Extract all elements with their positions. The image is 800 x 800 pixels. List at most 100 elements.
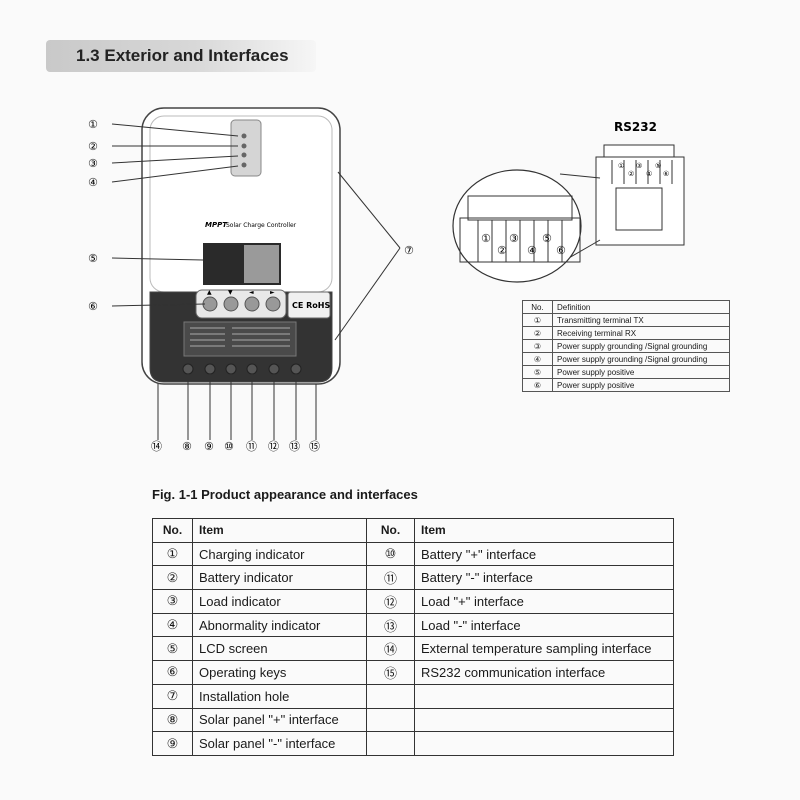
key-label-left: ◄ — [249, 289, 254, 296]
callout-7: ⑦ — [404, 244, 414, 257]
callout-5: ⑤ — [88, 252, 98, 265]
rs232-no: ③ — [522, 339, 553, 353]
cert-marks: CE RoHS — [292, 301, 330, 310]
callout-3: ③ — [88, 157, 98, 170]
cell-item: Load "-" interface — [414, 612, 674, 638]
controller-device: MPPT Solar Charge Controller ▲ ▼ ◄ ► CE … — [141, 107, 341, 385]
cell-item: Load indicator — [192, 589, 367, 614]
callout-15: ⑮ — [309, 440, 320, 453]
down-key-icon — [223, 296, 239, 312]
rs232-title: RS232 — [614, 120, 657, 134]
cell-item: LCD screen — [192, 636, 367, 662]
rs232-header-no: No. — [522, 300, 553, 314]
cell-no: ⑥ — [152, 660, 193, 685]
small-pin-4: ④ — [646, 170, 652, 178]
pin-5: ⑤ — [542, 232, 552, 245]
interface-table: No. Item No. Item ① Charging indicator ⑩… — [152, 518, 674, 756]
magnified-connector — [452, 169, 582, 283]
cell-item: Solar panel "+" interface — [192, 707, 367, 733]
pin-2: ② — [497, 244, 507, 257]
battery-led-icon — [241, 143, 247, 149]
cell-no: ⑤ — [152, 636, 193, 662]
rs232-no: ⑥ — [522, 378, 553, 392]
cell-no — [366, 707, 415, 733]
small-pin-6: ⑥ — [663, 170, 669, 178]
rs232-definition: Power supply positive — [552, 365, 730, 379]
product-diagram: MPPT Solar Charge Controller ▲ ▼ ◄ ► CE … — [88, 107, 685, 453]
callout-4: ④ — [88, 176, 98, 189]
cell-no: ⑪ — [366, 565, 415, 591]
rs232-connector — [595, 144, 685, 246]
cell-no: ⑭ — [366, 636, 415, 662]
callout-10: ⑩ — [224, 440, 234, 453]
table-row: ⑤ LCD screen ⑭ External temperature samp… — [152, 636, 674, 662]
table-row: ⑨ Solar panel "-" interface — [152, 731, 674, 756]
header-no: No. — [152, 518, 193, 543]
cell-no: ③ — [152, 589, 193, 614]
table-row: ④ Abnormality indicator ⑬ Load "-" inter… — [152, 612, 674, 638]
cell-item — [414, 707, 674, 733]
callout-2: ② — [88, 140, 98, 153]
cell-item: Battery "+" interface — [414, 541, 674, 567]
charging-led-icon — [241, 133, 247, 139]
cell-no: ⑨ — [152, 731, 193, 756]
rs232-definition: Receiving terminal RX — [552, 326, 730, 340]
cell-no — [366, 683, 415, 709]
rs232-definition: Power supply grounding /Signal grounding — [552, 352, 730, 366]
pin-4: ④ — [527, 244, 537, 257]
cell-item — [414, 731, 674, 756]
pin-6: ⑥ — [556, 244, 566, 257]
figure-caption: Fig. 1-1 Product appearance and interfac… — [152, 487, 418, 502]
rs232-no: ④ — [522, 352, 553, 366]
cell-item — [414, 683, 674, 709]
cell-no: ⑧ — [152, 707, 193, 733]
cell-item: Charging indicator — [192, 541, 367, 567]
section-title: 1.3 Exterior and Interfaces — [76, 46, 289, 65]
table-row: ② Battery indicator ⑪ Battery "-" interf… — [152, 565, 674, 591]
table-row: ⑧ Solar panel "+" interface — [152, 707, 674, 733]
cell-no: ⑦ — [152, 683, 193, 709]
terminal-icon — [246, 363, 258, 375]
pin-3: ③ — [509, 232, 519, 245]
cell-item: Operating keys — [192, 660, 367, 685]
cell-item: Installation hole — [192, 683, 367, 709]
abnormal-led-icon — [241, 162, 247, 168]
header-item: Item — [192, 518, 367, 543]
left-key-icon — [244, 296, 260, 312]
rs232-no: ① — [522, 313, 553, 327]
indicator-panel — [230, 119, 262, 177]
cell-item: Load "+" interface — [414, 589, 674, 614]
cell-no — [366, 731, 415, 756]
rs232-table-header: No. Definition — [522, 300, 730, 314]
rs232-no: ⑤ — [522, 365, 553, 379]
device-brand: MPPT — [205, 221, 228, 229]
cell-no: ⑮ — [366, 660, 415, 685]
table-row: ⑦ Installation hole — [152, 683, 674, 709]
small-pin-1: ① — [618, 162, 624, 170]
small-pin-3: ③ — [636, 162, 642, 170]
cell-no: ⑬ — [366, 612, 415, 638]
table-row: ③ Load indicator ⑫ Load "+" interface — [152, 589, 674, 614]
cell-no: ⑩ — [366, 541, 415, 567]
callout-1: ① — [88, 118, 98, 131]
operating-keys — [202, 296, 281, 312]
cell-item: Battery "-" interface — [414, 565, 674, 591]
terminal-icon — [204, 363, 216, 375]
right-key-icon — [265, 296, 281, 312]
small-pin-5: ⑤ — [655, 162, 661, 170]
cell-no: ④ — [152, 612, 193, 638]
callout-12: ⑫ — [268, 440, 279, 453]
key-label-right: ► — [270, 289, 275, 296]
terminal-icon — [182, 363, 194, 375]
rs232-definition: Power supply grounding /Signal grounding — [552, 339, 730, 353]
cell-no: ① — [152, 541, 193, 567]
section-banner: 1.3 Exterior and Interfaces — [46, 40, 316, 72]
cell-item: External temperature sampling interface — [414, 636, 674, 662]
